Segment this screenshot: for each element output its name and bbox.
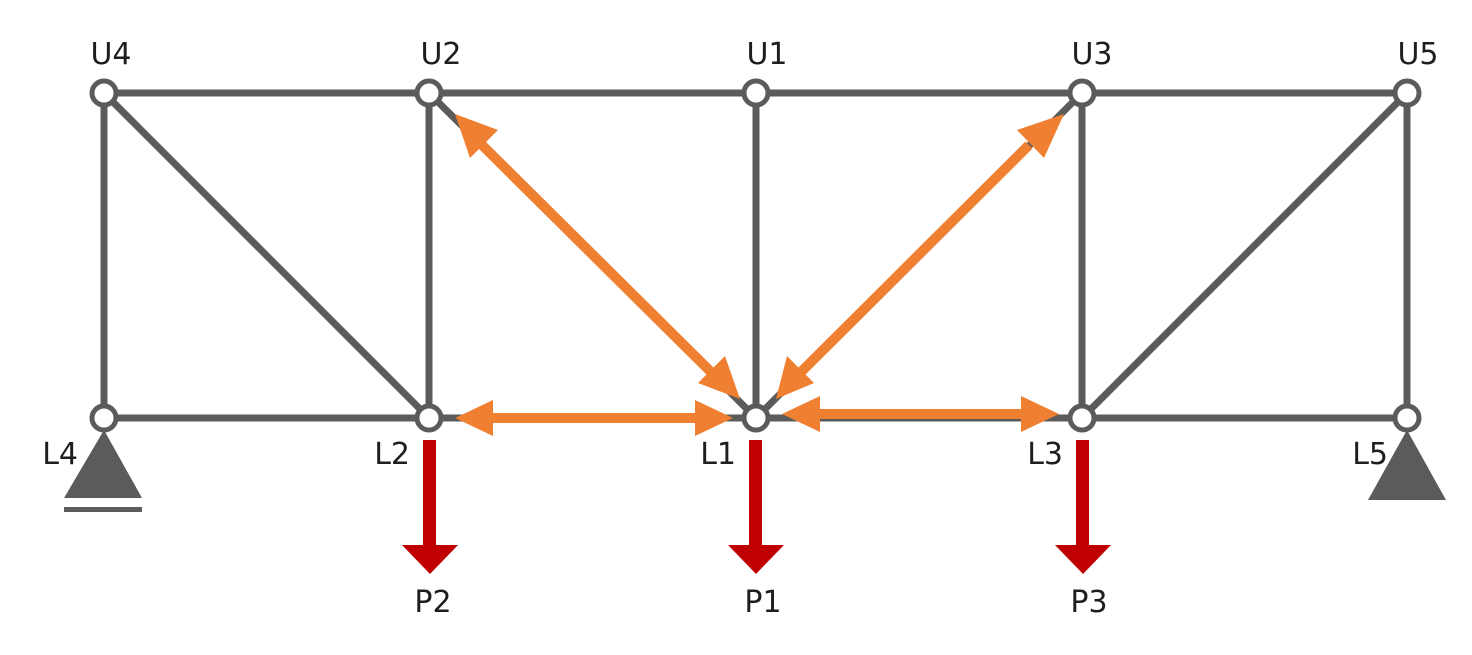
node-u4: [89, 78, 119, 108]
label-l1: L1: [700, 437, 736, 472]
label-p3: P3: [1070, 585, 1107, 620]
force-arrow-l1-l2: [455, 400, 733, 436]
node-l5: [1392, 403, 1422, 433]
node-labels: U4 U2 U1 U3 U5 L4 L2 L1 L3 L5: [42, 37, 1438, 472]
member-l3-u5: [1078, 89, 1411, 422]
label-u5: U5: [1397, 37, 1438, 72]
force-arrow-l1-u3: [776, 114, 1064, 399]
label-p1: P1: [744, 585, 781, 620]
load-labels: P2 P1 P3: [414, 585, 1107, 620]
load-arrows: [402, 440, 1111, 574]
member-u4-l2: [100, 89, 433, 422]
truss-nodes: [89, 78, 1422, 433]
label-u2: U2: [420, 37, 461, 72]
member-force-arrows: [455, 114, 1064, 436]
roller-support-l4: [64, 430, 142, 498]
force-arrow-l1-u2: [455, 114, 740, 399]
force-arrow-l1-l3: [782, 396, 1059, 432]
load-arrow-p1: [728, 440, 784, 574]
label-u4: U4: [90, 37, 131, 72]
label-u1: U1: [746, 37, 787, 72]
node-u1: [741, 78, 771, 108]
pin-support-l5: [1368, 430, 1446, 500]
label-p2: P2: [414, 585, 451, 620]
node-l3: [1067, 403, 1097, 433]
load-arrow-p2: [402, 440, 458, 574]
roller-support-base: [64, 507, 142, 512]
node-u5: [1392, 78, 1422, 108]
node-l4: [89, 403, 119, 433]
load-arrow-p3: [1055, 440, 1111, 574]
node-l2: [414, 403, 444, 433]
label-u3: U3: [1071, 37, 1112, 72]
supports: [64, 430, 1446, 512]
truss-members: [100, 89, 1411, 422]
node-u3: [1067, 78, 1097, 108]
label-l4: L4: [42, 437, 78, 472]
label-l5: L5: [1352, 437, 1388, 472]
label-l2: L2: [374, 437, 410, 472]
node-l1: [741, 403, 771, 433]
label-l3: L3: [1027, 437, 1063, 472]
node-u2: [414, 78, 444, 108]
